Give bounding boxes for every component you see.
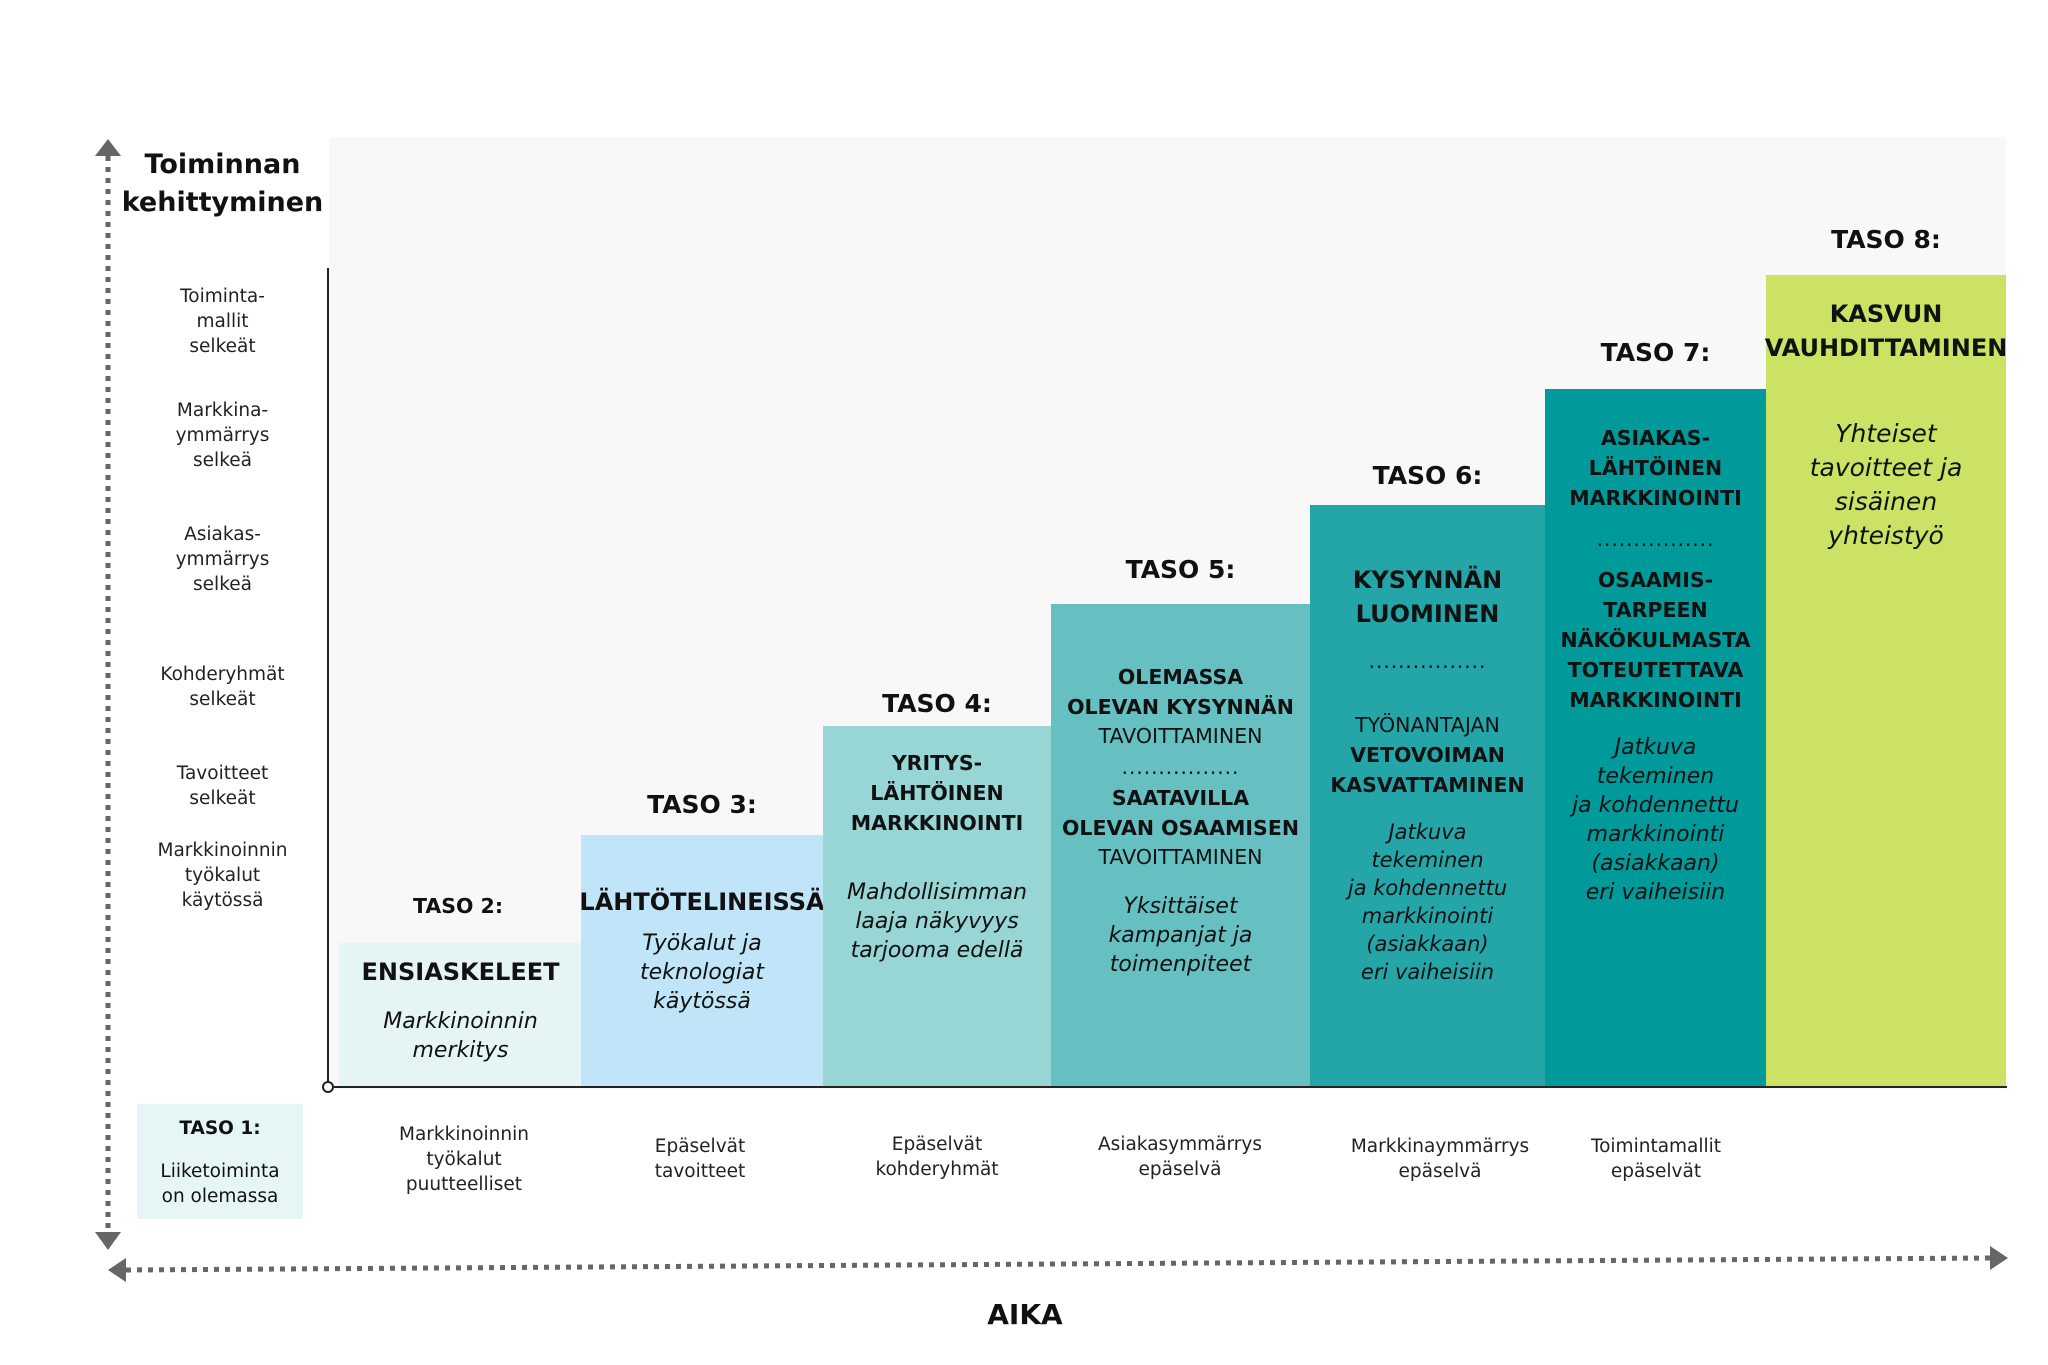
- taso6-step: KYSYNNÄN LUOMINEN ................ TYÖNA…: [1310, 505, 1545, 1086]
- vertical-arrow-up-head: [95, 139, 121, 156]
- y-axis-line: [327, 268, 329, 1088]
- taso4-step: YRITYS- LÄHTÖINEN MARKKINOINTI Mahdollis…: [823, 726, 1051, 1086]
- horizontal-axis-arrow-line: [125, 1255, 1991, 1273]
- origin-marker: [322, 1081, 334, 1093]
- taso4-label: TASO 4:: [882, 689, 992, 718]
- x-axis-title: AIKA: [987, 1298, 1063, 1331]
- taso7-step: ASIAKAS- LÄHTÖINEN MARKKINOINTI ........…: [1545, 389, 1766, 1086]
- taso7-label: TASO 7:: [1600, 338, 1711, 367]
- taso6-label: TASO 6:: [1372, 461, 1483, 490]
- taso5-label: TASO 5:: [1125, 555, 1236, 584]
- taso5-step: OLEMASSA OLEVAN KYSYNNÄN TAVOITTAMINEN .…: [1051, 604, 1310, 1086]
- taso3-label: TASO 3:: [647, 790, 757, 819]
- y-axis-title: Toiminnan kehittyminen: [121, 149, 324, 218]
- taso2-title: ENSIASKELEET: [361, 958, 560, 986]
- taso1-box: TASO 1: Liiketoiminta on olemassa: [137, 1104, 303, 1219]
- taso8-label: TASO 8:: [1831, 225, 1941, 254]
- taso2-step: ENSIASKELEET Markkinoinnin merkitys: [339, 943, 582, 1086]
- taso3-title: LÄHTÖTELINEISSÄ: [579, 888, 825, 916]
- x-axis-line: [327, 1086, 2007, 1088]
- taso8-step: KASVUN VAUHDITTAMINEN Yhteiset tavoittee…: [1765, 275, 2007, 1086]
- taso2-label: TASO 2:: [412, 894, 504, 918]
- vertical-arrow-down-head: [95, 1232, 121, 1250]
- horizontal-arrow-left-head: [108, 1258, 126, 1282]
- horizontal-arrow-right-head: [1990, 1246, 2008, 1270]
- taso3-step: LÄHTÖTELINEISSÄ Työkalut ja teknologiat …: [579, 835, 825, 1086]
